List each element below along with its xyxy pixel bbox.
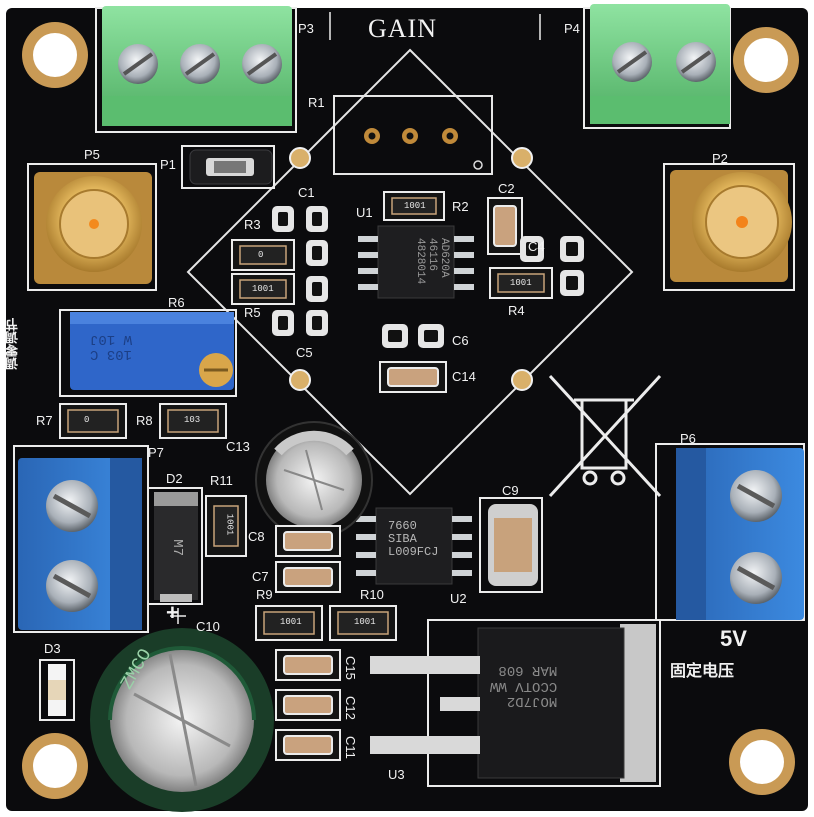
label-r7: R7 (36, 413, 53, 428)
res-code-r3: 0 (258, 250, 264, 260)
label-p7: P7 (148, 445, 164, 460)
silk-lines (34, 12, 541, 624)
label-r11: R11 (210, 473, 233, 488)
label-r9: R9 (256, 587, 273, 602)
label-r10: R10 (360, 587, 384, 602)
label-c5: C5 (296, 345, 313, 360)
smd-passives (59, 191, 553, 641)
label-zero-adjust: 调零调节 (5, 318, 20, 370)
label-c1: C1 (298, 185, 315, 200)
res-code-r7: 0 (84, 415, 90, 425)
label-c9: C9 (502, 483, 519, 498)
res-code-r2: 1001 (404, 201, 426, 211)
label-u3: U3 (388, 767, 405, 782)
label-c10: C10 (196, 619, 220, 634)
terminal-block-p7 (13, 445, 149, 633)
label-r4: R4 (508, 303, 525, 318)
res-code-r8: 103 (184, 415, 201, 425)
label-c4: C4 (528, 239, 545, 254)
label-c7: C7 (252, 569, 269, 584)
chip-u1 (358, 225, 474, 299)
led-d3 (39, 659, 75, 721)
jumper-p1 (181, 145, 275, 189)
chip-u1-marking: AD620A 46116 4828014 (413, 238, 450, 285)
label-c13: C13 (226, 439, 250, 454)
label-u1: U1 (356, 205, 373, 220)
label-r8: R8 (136, 413, 153, 428)
trimmer-marking: 103 C W 10J (90, 330, 133, 362)
capacitor-c9 (479, 497, 543, 593)
chip-u3-marking: MOJ7D2 CCOTV WW MAR 608 (490, 662, 558, 710)
r1-pot-holes (364, 128, 483, 170)
electrolytic-cap-c10 (90, 628, 274, 812)
label-fixed-voltage: 固定电压 (670, 663, 735, 680)
res-code-r4: 1001 (510, 278, 532, 288)
gain-diamond-outline (186, 48, 634, 496)
gain-label: GAIN (368, 14, 437, 43)
label-c8: C8 (248, 529, 265, 544)
label-p4: P4 (564, 21, 580, 36)
chip-u2-marking: 7660 SIBA L009FCJ (388, 519, 439, 560)
label-d3: D3 (44, 641, 61, 656)
label-c15: C15 (343, 656, 358, 680)
res-code-r11: 1001 (224, 513, 235, 536)
label-c11: C11 (343, 736, 358, 759)
terminal-block-p3 (95, 6, 297, 133)
label-c14: C14 (452, 369, 476, 384)
label-5v: 5V (720, 626, 747, 651)
pcb-substrate (6, 8, 808, 811)
regulator-u3 (370, 619, 661, 787)
res-code-r5: 1001 (252, 284, 274, 294)
pad-holes (278, 212, 578, 342)
label-c12: C12 (343, 696, 358, 720)
label-r6: R6 (168, 295, 185, 310)
label-c6: C6 (452, 333, 469, 348)
label-r3: R3 (244, 217, 261, 232)
mounting-holes (22, 22, 799, 799)
terminal-block-p6 (655, 443, 805, 621)
label-r5: R5 (244, 305, 261, 320)
label-p5: P5 (84, 147, 100, 162)
plus-marker: + (166, 600, 179, 625)
terminal-block-p4 (583, 4, 731, 129)
label-p1: P1 (160, 157, 176, 172)
label-p6: P6 (680, 431, 696, 446)
label-d2: D2 (166, 471, 183, 486)
label-p2: P2 (712, 151, 728, 166)
res-code-r9: 1001 (280, 617, 302, 627)
smd-ceramic-caps (275, 197, 523, 761)
label-u2: U2 (450, 591, 467, 606)
label-c2: C2 (498, 181, 515, 196)
trimmer-potentiometer-r6 (59, 309, 237, 397)
label-p3: P3 (298, 21, 314, 36)
res-code-r10: 1001 (354, 617, 376, 627)
sma-connector-p5 (27, 163, 157, 291)
chip-u2 (356, 507, 472, 585)
diode-d2 (147, 487, 203, 605)
weee-bin-symbol (548, 374, 662, 498)
sma-connector-p2 (663, 163, 795, 291)
label-r1: R1 (308, 95, 325, 110)
electrolytic-cap-c13 (255, 421, 373, 539)
diode-marking: M7 (169, 539, 186, 557)
label-r2: R2 (452, 199, 469, 214)
